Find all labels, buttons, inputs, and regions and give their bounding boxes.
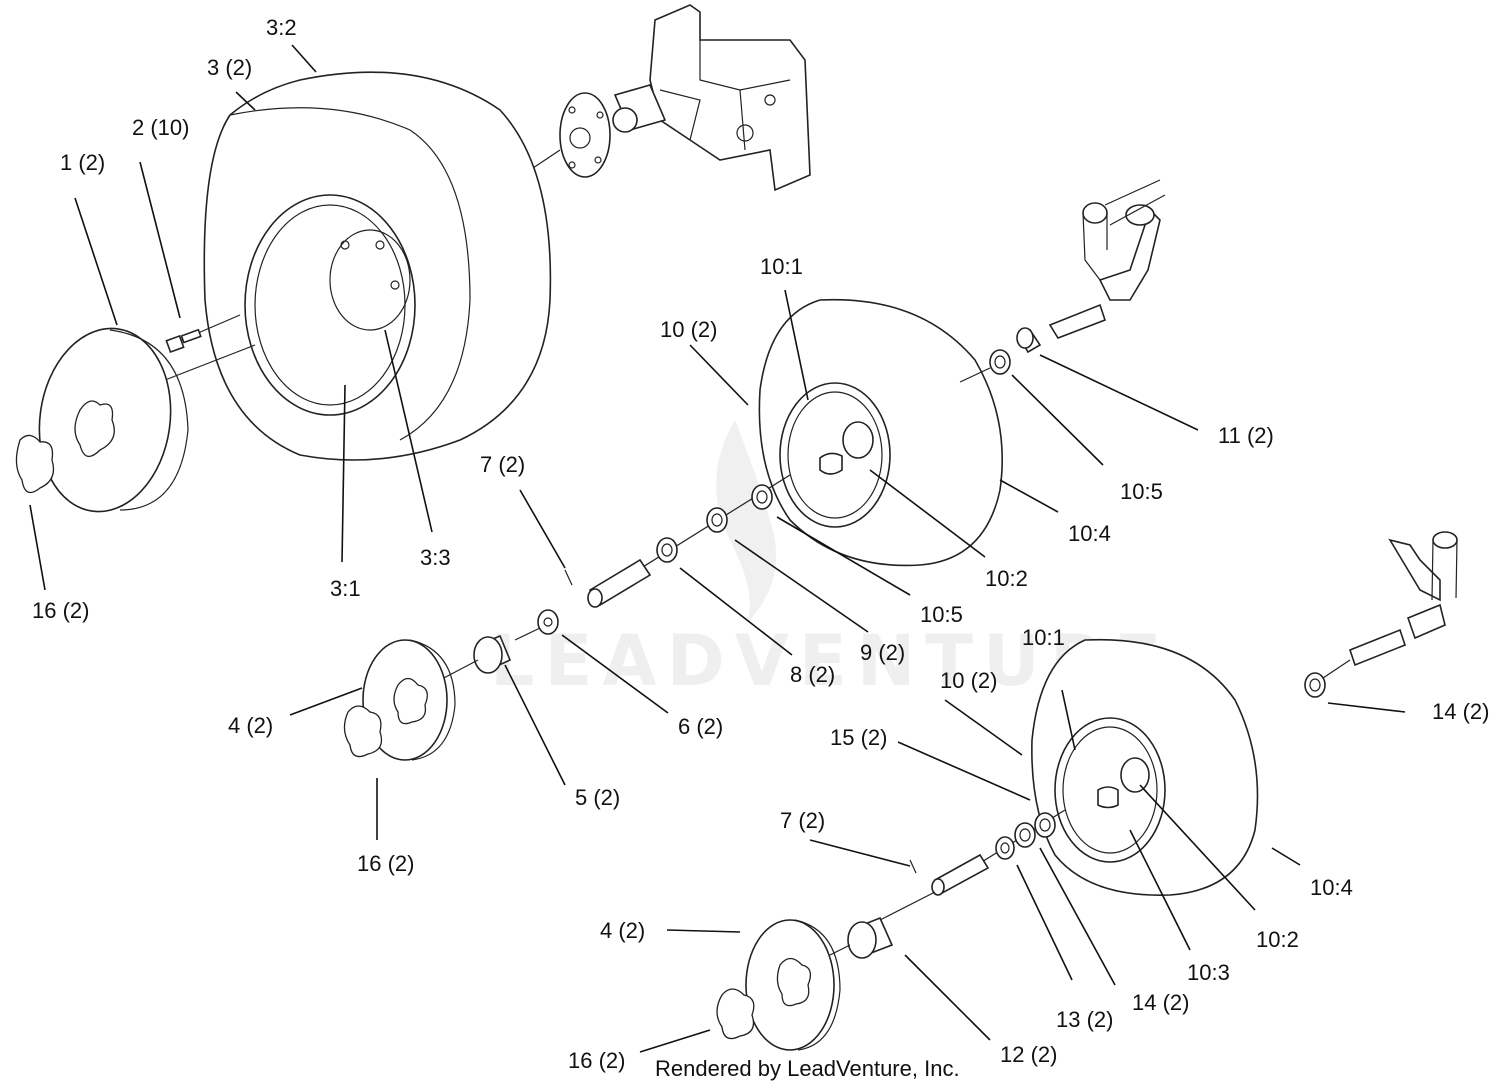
spacer-9 <box>706 507 728 533</box>
decal-16b <box>343 705 383 758</box>
label-9: 9 (2) <box>860 640 905 665</box>
front-seal-10-5-top <box>989 349 1011 375</box>
label-13: 13 (2) <box>1056 1007 1113 1032</box>
washer-8 <box>656 537 678 563</box>
label-14a: 14 (2) <box>1432 699 1489 724</box>
rear-hub-cap <box>38 327 189 513</box>
label-1: 1 (2) <box>60 150 105 175</box>
label-10-1a: 10:1 <box>760 254 803 279</box>
label-15: 15 (2) <box>830 725 887 750</box>
label-5: 5 (2) <box>575 785 620 810</box>
label-10-4b: 10:4 <box>1310 875 1353 900</box>
label-10-3: 10:3 <box>1187 960 1230 985</box>
front-hub-cap-1 <box>362 639 456 761</box>
label-14b: 14 (2) <box>1132 990 1189 1015</box>
footer-credit: Rendered by LeadVenture, Inc. <box>655 1056 960 1081</box>
bushing-5 <box>473 634 512 674</box>
label-3-1: 3:1 <box>330 576 361 601</box>
label-3: 3 (2) <box>207 55 252 80</box>
label-3-3: 3:3 <box>420 545 451 570</box>
label-11: 11 (2) <box>1218 423 1274 448</box>
front-tire-1 <box>758 298 1003 567</box>
rear-cap-decal <box>74 400 115 457</box>
seal-10-5-inner <box>751 484 773 510</box>
rear-wheel-hub <box>329 229 411 331</box>
washer-14-right <box>1304 672 1326 698</box>
label-2: 2 (10) <box>132 115 189 140</box>
nut-6 <box>537 609 559 635</box>
decal-16a <box>15 434 55 494</box>
label-4b: 4 (2) <box>600 918 645 943</box>
label-10b: 10 (2) <box>940 668 997 693</box>
label-4a: 4 (2) <box>228 713 273 738</box>
front-hub-cap-2 <box>745 919 841 1051</box>
spacer-13 <box>995 836 1015 860</box>
label-10-5b: 10:5 <box>920 602 963 627</box>
bushing-12 <box>847 916 894 959</box>
label-10-2b: 10:2 <box>1256 927 1299 952</box>
label-16b: 16 (2) <box>357 851 414 876</box>
label-10-2a: 10:2 <box>985 566 1028 591</box>
rear-wheel-rim <box>244 194 416 416</box>
washer-14-inner <box>1014 822 1036 848</box>
steering-spindle-lower <box>1349 531 1458 667</box>
label-16a: 16 (2) <box>32 598 89 623</box>
cotter-pin-7b <box>909 859 917 874</box>
label-7b: 7 (2) <box>780 808 825 833</box>
label-3-2: 3:2 <box>266 15 297 40</box>
axle-bolt-front-2 <box>931 853 990 896</box>
label-10-1b: 10:1 <box>1022 625 1065 650</box>
leader-lines <box>29 44 1406 1053</box>
label-7a: 7 (2) <box>480 452 525 477</box>
axle-bolt-front-1 <box>587 558 652 608</box>
label-10a: 10 (2) <box>660 317 717 342</box>
rear-tire-assembly <box>203 71 552 461</box>
lug-bolt <box>165 314 241 354</box>
rear-axis-line-lower <box>164 344 256 381</box>
transmission-housing <box>559 4 811 192</box>
front-spacer-11 <box>1016 327 1042 354</box>
label-6: 6 (2) <box>678 714 723 739</box>
label-10-5a: 10:5 <box>1120 479 1163 504</box>
cotter-pin-7a <box>564 569 573 586</box>
label-8: 8 (2) <box>790 662 835 687</box>
seal-15 <box>1034 812 1056 838</box>
front-wheel-1-bearing <box>842 421 874 459</box>
part-labels: 3:2 3 (2) 2 (10) 1 (2) 16 (2) 3:1 3:3 10… <box>32 15 1489 1073</box>
label-12: 12 (2) <box>1000 1042 1057 1067</box>
decal-16c <box>716 988 755 1040</box>
steering-spindle-top <box>1048 179 1166 339</box>
label-10-4a: 10:4 <box>1068 521 1111 546</box>
watermark-logo-icon <box>716 420 777 625</box>
front-tire-2 <box>1031 638 1259 896</box>
label-16c: 16 (2) <box>568 1048 625 1073</box>
